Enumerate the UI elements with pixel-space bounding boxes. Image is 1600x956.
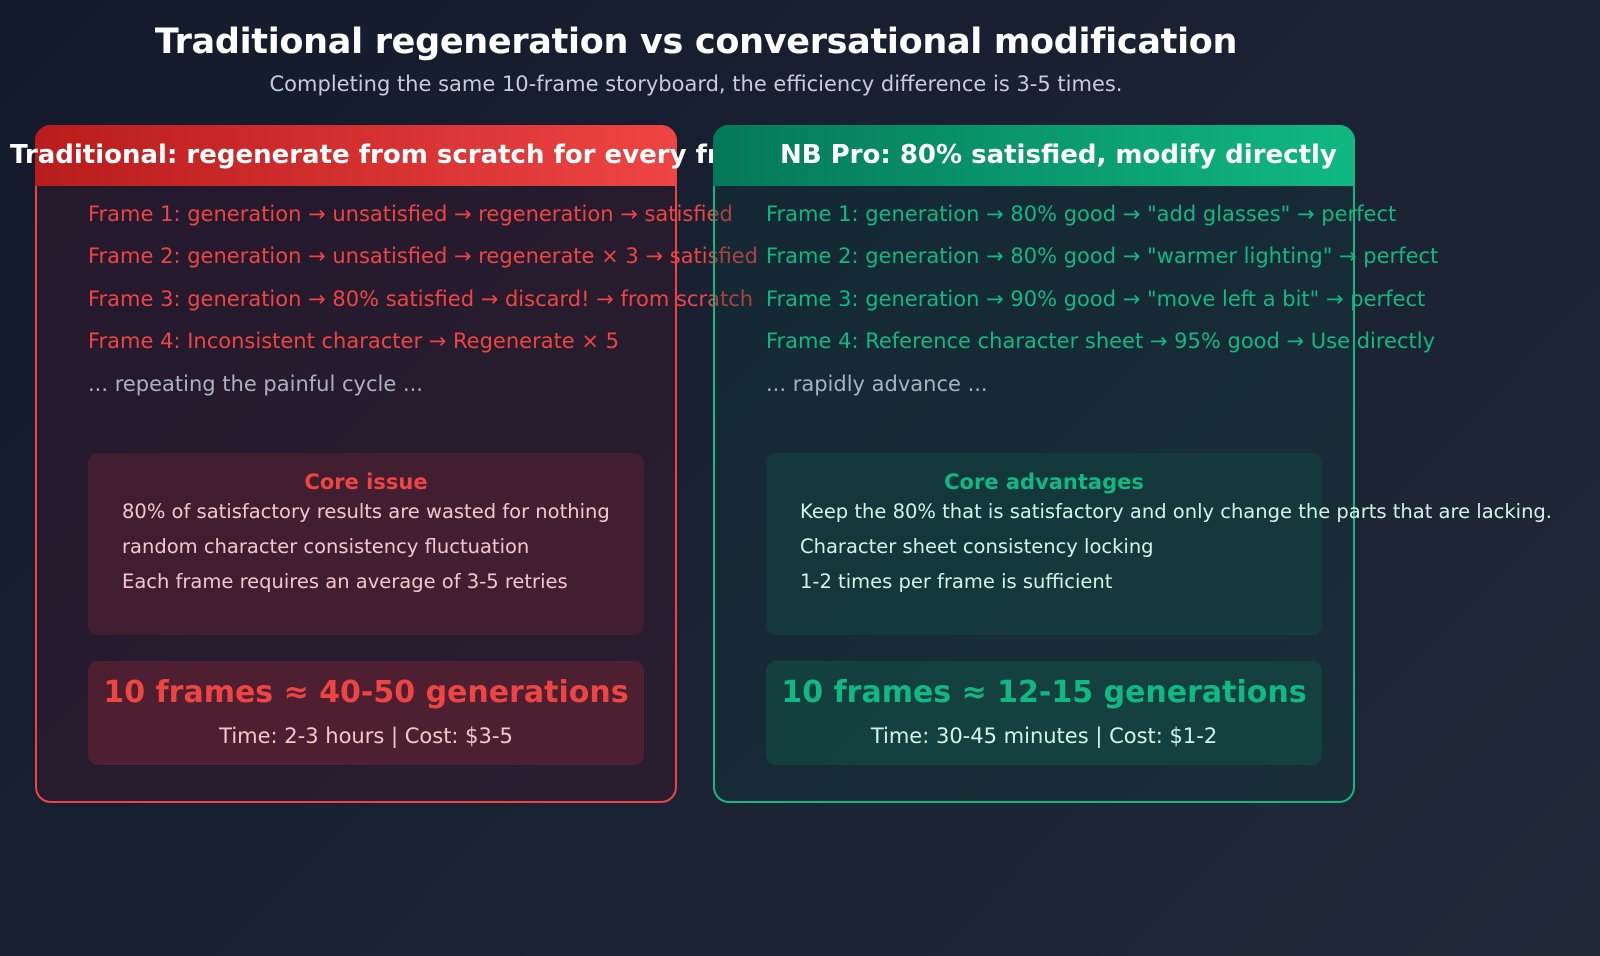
page-subtitle: Completing the same 10-frame storyboard,… [269, 72, 1123, 96]
page-title: Traditional regeneration vs conversation… [154, 22, 1238, 62]
traditional-panel-heading: Traditional: regenerate from scratch for… [10, 140, 783, 170]
nb-pro-panel-header [713, 125, 1355, 186]
traditional-generations: 10 frames ≈ 40-50 generations [103, 675, 629, 710]
core-issue-item-2: random character consistency fluctuation [122, 535, 530, 558]
traditional-step-4: Frame 4: Inconsistent character → Regene… [88, 329, 620, 353]
nb-pro-step-1: Frame 1: generation → 80% good → "add gl… [766, 202, 1397, 226]
traditional-step-3: Frame 3: generation → 80% satisfied → di… [88, 287, 754, 311]
traditional-step-1: Frame 1: generation → unsatisfied → rege… [88, 202, 733, 226]
nb-pro-generations: 10 frames ≈ 12-15 generations [781, 675, 1307, 710]
core-advantages-box [766, 453, 1322, 635]
traditional-ellipsis: ... repeating the painful cycle ... [88, 372, 423, 396]
core-advantages-item-2: Character sheet consistency locking [800, 535, 1154, 558]
core-issue-box [88, 453, 644, 635]
nb-pro-step-2: Frame 2: generation → 80% good → "warmer… [766, 244, 1439, 268]
nb-pro-panel-heading: NB Pro: 80% satisfied, modify directly [780, 140, 1337, 170]
traditional-step-2: Frame 2: generation → unsatisfied → rege… [88, 244, 759, 268]
core-advantages-title: Core advantages [944, 470, 1144, 494]
nb-pro-panel [713, 125, 1355, 803]
core-advantages-item-3: 1-2 times per frame is sufficient [800, 570, 1113, 593]
traditional-summary-box [88, 661, 644, 765]
core-issue-item-1: 80% of satisfactory results are wasted f… [122, 500, 610, 523]
traditional-panel-header [35, 125, 677, 186]
traditional-panel [35, 125, 677, 803]
nb-pro-step-4: Frame 4: Reference character sheet → 95%… [766, 329, 1436, 353]
core-issue-item-3: Each frame requires an average of 3-5 re… [122, 570, 568, 593]
nb-pro-cost: Time: 30-45 minutes | Cost: $1-2 [870, 724, 1218, 748]
core-advantages-item-1: Keep the 80% that is satisfactory and on… [800, 500, 1553, 523]
nb-pro-step-3: Frame 3: generation → 90% good → "move l… [766, 287, 1426, 311]
traditional-cost: Time: 2-3 hours | Cost: $3-5 [219, 724, 513, 748]
nb-pro-ellipsis: ... rapidly advance ... [766, 372, 988, 396]
nb-pro-summary-box [766, 661, 1322, 765]
core-issue-title: Core issue [304, 470, 428, 494]
